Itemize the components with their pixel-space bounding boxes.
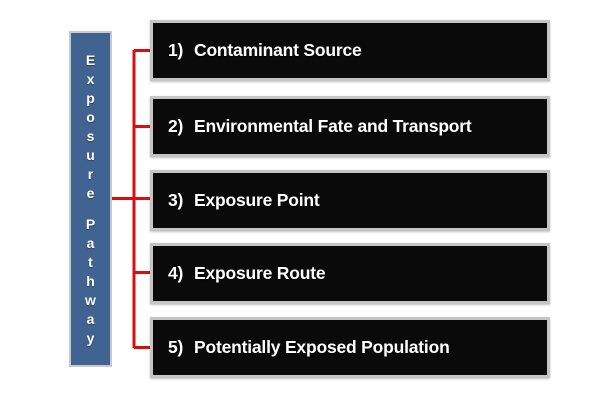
step-label-4: 4) Exposure Route	[153, 263, 326, 284]
side-letter: a	[86, 235, 95, 251]
side-letter: a	[86, 311, 95, 327]
side-letter: x	[86, 71, 95, 87]
side-letter: P	[85, 216, 96, 232]
side-letter: y	[86, 330, 95, 346]
side-letter: h	[86, 273, 95, 289]
side-letter: o	[86, 109, 95, 125]
side-letter: r	[87, 166, 94, 182]
side-letter: E	[85, 52, 96, 68]
step-number-1: 1)	[168, 40, 184, 60]
side-letter: u	[86, 147, 95, 163]
step-number-2: 2)	[168, 116, 184, 136]
step-box-1[interactable]: 1) Contaminant Source	[150, 20, 550, 81]
step-number-4: 4)	[168, 263, 184, 283]
exposure-pathway-side-panel: E x p o s u r e P a t h w a y	[69, 31, 112, 367]
step-box-5[interactable]: 5) Potentially Exposed Population	[150, 317, 550, 378]
step-label-2: 2) Environmental Fate and Transport	[153, 116, 472, 137]
side-letter: w	[85, 292, 96, 308]
step-text-4: Exposure Route	[194, 263, 326, 283]
side-letter: e	[86, 185, 95, 201]
step-box-3[interactable]: 3) Exposure Point	[150, 170, 550, 231]
step-text-1: Contaminant Source	[194, 40, 362, 60]
side-panel-vertical-text: E x p o s u r e P a t h w a y	[85, 51, 96, 348]
step-box-4[interactable]: 4) Exposure Route	[150, 243, 550, 304]
step-text-5: Potentially Exposed Population	[194, 337, 450, 357]
step-box-2[interactable]: 2) Environmental Fate and Transport	[150, 96, 550, 157]
step-number-5: 5)	[168, 337, 184, 357]
side-letter: t	[88, 254, 93, 270]
side-letter: s	[86, 128, 95, 144]
step-number-3: 3)	[168, 190, 184, 210]
step-label-1: 1) Contaminant Source	[153, 40, 362, 61]
step-text-2: Environmental Fate and Transport	[194, 116, 472, 136]
step-label-3: 3) Exposure Point	[153, 190, 320, 211]
side-letter: p	[86, 90, 95, 106]
step-label-5: 5) Potentially Exposed Population	[153, 337, 450, 358]
step-text-3: Exposure Point	[194, 190, 320, 210]
